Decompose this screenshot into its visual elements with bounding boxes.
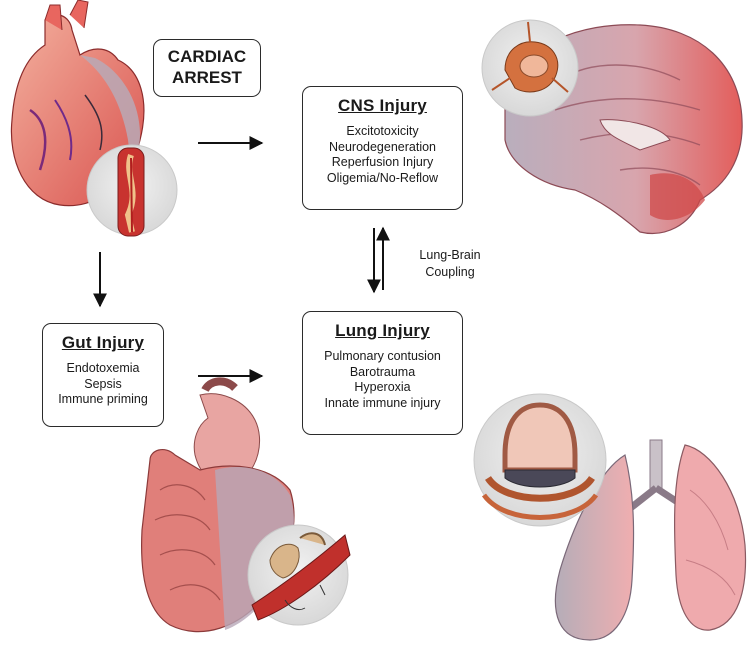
cns-injury-list: Excitotoxicity Neurodegeneration Reperfu… <box>303 124 462 186</box>
brain-inset <box>482 20 578 116</box>
cns-item: Oligemia/No-Reflow <box>303 171 462 187</box>
gut-item: Endotoxemia <box>43 361 163 377</box>
gut-injury-list: Endotoxemia Sepsis Immune priming <box>43 361 163 408</box>
alveolus-inset <box>474 394 606 526</box>
coupling-line1: Lung-Brain <box>405 247 495 264</box>
lung-item: Pulmonary contusion <box>303 349 462 365</box>
lung-injury-box: Lung Injury Pulmonary contusion Barotrau… <box>302 311 463 435</box>
lung-injury-title: Lung Injury <box>303 321 462 341</box>
vessel-inset <box>248 525 350 625</box>
gut-injury-box: Gut Injury Endotoxemia Sepsis Immune pri… <box>42 323 164 427</box>
gut-item: Immune priming <box>43 392 163 408</box>
lung-item: Innate immune injury <box>303 396 462 412</box>
coupling-line2: Coupling <box>405 264 495 281</box>
cns-item: Reperfusion Injury <box>303 155 462 171</box>
gut-item: Sepsis <box>43 377 163 393</box>
cns-item: Neurodegeneration <box>303 140 462 156</box>
lung-injury-list: Pulmonary contusion Barotrauma Hyperoxia… <box>303 349 462 411</box>
lung-item: Barotrauma <box>303 365 462 381</box>
cardiac-arrest-line1: CARDIAC <box>154 46 260 67</box>
gut-injury-title: Gut Injury <box>43 333 163 353</box>
cardiac-arrest-line2: ARREST <box>154 67 260 88</box>
cardiac-arrest-box: CARDIAC ARREST <box>153 39 261 97</box>
lung-brain-coupling-label: Lung-Brain Coupling <box>405 247 495 281</box>
cns-item: Excitotoxicity <box>303 124 462 140</box>
lung-item: Hyperoxia <box>303 380 462 396</box>
cns-injury-title: CNS Injury <box>303 96 462 116</box>
cns-injury-box: CNS Injury Excitotoxicity Neurodegenerat… <box>302 86 463 210</box>
artery-inset <box>87 145 177 236</box>
